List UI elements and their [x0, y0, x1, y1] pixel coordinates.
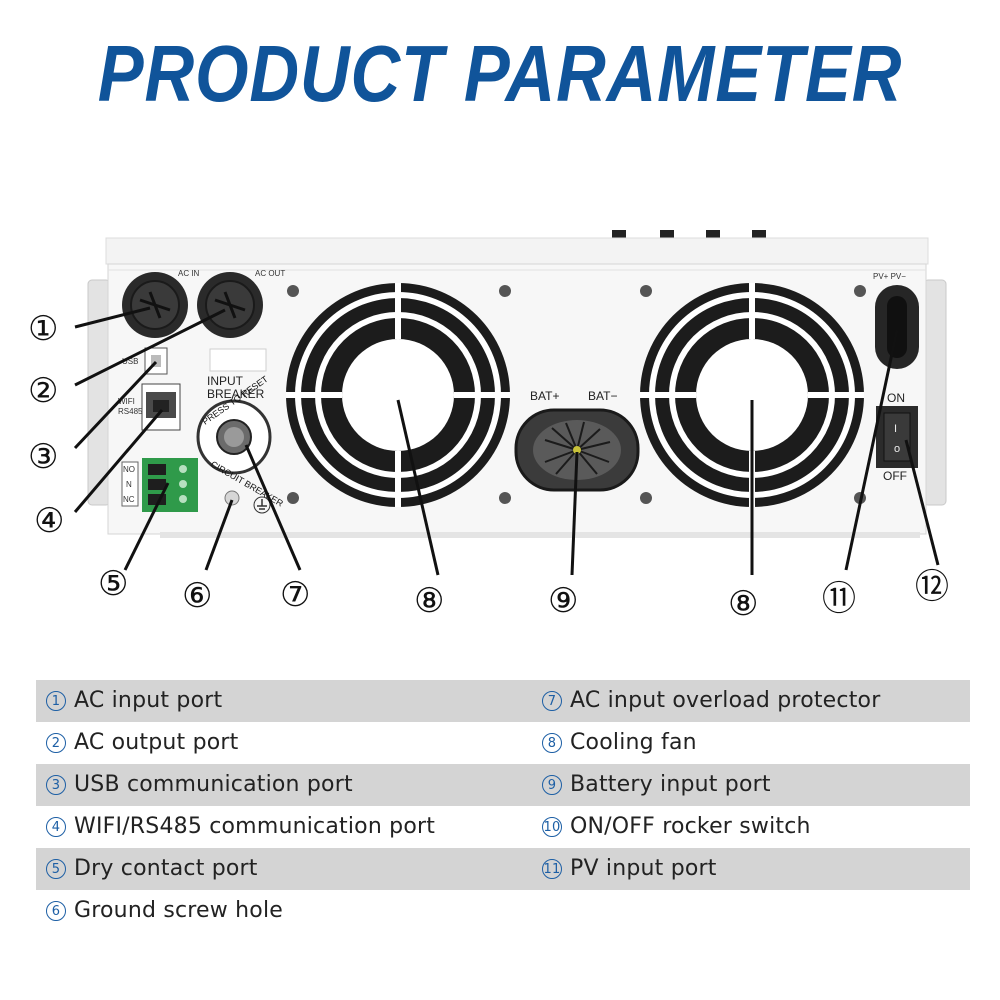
switch-o-mark: o	[894, 443, 900, 455]
dry-contact-n: N	[126, 480, 132, 489]
panel-screws	[287, 285, 866, 504]
dry-contact-nc: NC	[123, 495, 135, 504]
legend-label: AC input port	[74, 688, 223, 713]
legend-label: WIFI/RS485 communication port	[74, 814, 436, 839]
cooling-fan-left	[286, 283, 510, 507]
callout-11: ⑪	[822, 579, 856, 619]
legend-number: 10	[542, 817, 562, 837]
legend-item: 10 ON/OFF rocker switch	[542, 806, 811, 848]
legend-label: PV input port	[570, 856, 717, 881]
inverter-rear-panel-diagram: AC IN AC OUT USB WIFI RS485 INPUT BREAKE…	[28, 230, 949, 624]
input-breaker-label-2: BREAKER	[207, 387, 265, 401]
legend-label: Ground screw hole	[74, 898, 284, 923]
legend-item: 1 AC input port	[46, 680, 222, 722]
switch-off-label: OFF	[883, 469, 907, 483]
legend-label: Cooling fan	[570, 730, 697, 755]
legend-item: 5 Dry contact port	[46, 848, 258, 890]
legend-label: AC output port	[74, 730, 239, 755]
switch-i-mark: I	[894, 423, 897, 435]
legend-number: 7	[542, 691, 562, 711]
legend-item: 7 AC input overload protector	[542, 680, 880, 722]
page-title: PRODUCT PARAMETER	[97, 29, 903, 118]
input-breaker-label-1: INPUT	[207, 374, 244, 388]
usb-label: USB	[122, 357, 138, 366]
callout-2: ②	[28, 371, 58, 411]
rs485-label: RS485	[118, 407, 143, 416]
legend-label: USB communication port	[74, 772, 353, 797]
cooling-fan-right	[640, 283, 864, 507]
input-breaker	[196, 399, 272, 475]
ac-out-label: AC OUT	[255, 269, 285, 278]
callout-8-right: ⑧	[728, 584, 758, 624]
rs485-port	[141, 383, 181, 431]
left-bracket	[87, 279, 111, 506]
parts-legend: 1 AC input port 7 AC input overload protec…	[36, 680, 970, 932]
callout-5: ⑤	[98, 564, 128, 604]
dry-contact-terminal	[121, 458, 198, 512]
top-connectors	[612, 230, 766, 240]
callout-8-left: ⑧	[414, 581, 444, 621]
legend-number: 4	[46, 817, 66, 837]
legend-item: 8 Cooling fan	[542, 722, 697, 764]
callout-leader-lines	[73, 306, 940, 576]
ac-output-port	[197, 272, 263, 338]
legend-item: 2 AC output port	[46, 722, 238, 764]
callout-12: ⑫	[915, 567, 949, 607]
pv-label: PV+ PV−	[873, 272, 906, 281]
callout-6: ⑥	[182, 576, 212, 616]
legend-number: 6	[46, 901, 66, 921]
legend-row: 1 AC input port 7 AC input overload protec…	[36, 680, 970, 722]
dry-contact-no: NO	[123, 465, 135, 474]
legend-item: 9 Battery input port	[542, 764, 771, 806]
ac-in-label: AC IN	[178, 269, 200, 278]
legend-number: 3	[46, 775, 66, 795]
callout-3: ③	[28, 437, 58, 477]
legend-number: 1	[46, 691, 66, 711]
bat-minus-label: BAT−	[588, 389, 617, 403]
ground-screw	[224, 490, 271, 514]
legend-row: 4 WIFI/RS485 communication port 10 ON/OFF …	[36, 806, 970, 848]
legend-item: 3 USB communication port	[46, 764, 353, 806]
pv-input-port	[875, 285, 919, 369]
legend-number: 8	[542, 733, 562, 753]
legend-label: Dry contact port	[74, 856, 258, 881]
right-bracket	[923, 279, 947, 506]
legend-number: 2	[46, 733, 66, 753]
legend-row: 6 Ground screw hole	[36, 890, 970, 932]
legend-item: 11 PV input port	[542, 848, 717, 890]
callout-9: ⑨	[548, 581, 578, 621]
bat-plus-label: BAT+	[530, 389, 559, 403]
legend-item: 4 WIFI/RS485 communication port	[46, 806, 435, 848]
legend-number: 9	[542, 775, 562, 795]
chassis-top	[105, 237, 929, 265]
callout-1: ①	[28, 309, 58, 349]
callout-4: ④	[34, 501, 64, 541]
wifi-label: WIFI	[118, 397, 135, 406]
battery-input-port	[514, 408, 640, 492]
callout-7: ⑦	[280, 575, 310, 615]
legend-row: 3 USB communication port 9 Battery input p…	[36, 764, 970, 806]
legend-number: 11	[542, 859, 562, 879]
legend-row: 2 AC output port 8 Cooling fan	[36, 722, 970, 764]
legend-row: 5 Dry contact port 11 PV input port	[36, 848, 970, 890]
legend-label: ON/OFF rocker switch	[570, 814, 811, 839]
switch-on-label: ON	[887, 391, 905, 405]
legend-label: AC input overload protector	[570, 688, 881, 713]
legend-item: 6 Ground screw hole	[46, 890, 283, 932]
legend-number: 5	[46, 859, 66, 879]
ac-input-port	[122, 272, 188, 338]
legend-label: Battery input port	[570, 772, 771, 797]
